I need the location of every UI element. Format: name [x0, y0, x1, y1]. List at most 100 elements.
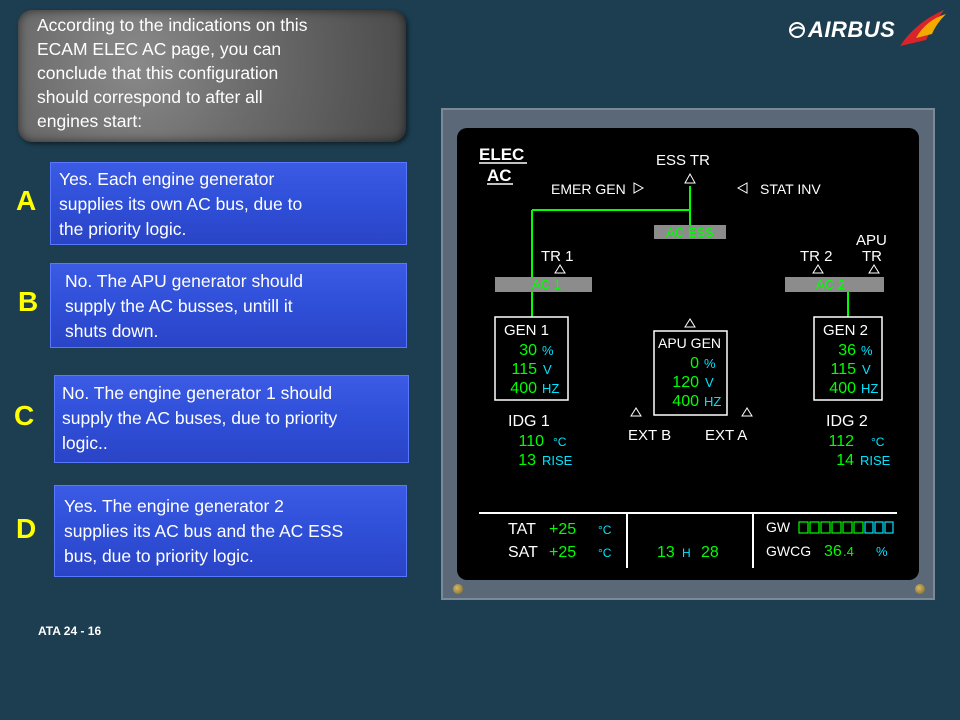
stat-inv-triangle-icon	[736, 182, 748, 194]
emer-gen-label: EMER GEN	[551, 181, 626, 197]
answer-text-line: the priority logic.	[59, 219, 187, 239]
answer-text-line: shuts down.	[65, 321, 159, 341]
answer-option-b[interactable]: No. The APU generator should supply the …	[50, 263, 407, 348]
ess-tr-triangle-icon	[684, 172, 696, 184]
screw-icon	[453, 584, 463, 594]
answer-option-c[interactable]: No. The engine generator 1 should supply…	[54, 375, 409, 463]
ess-tr-label: ESS TR	[656, 152, 710, 169]
sat-label: SAT	[508, 544, 538, 561]
ext-a-label: EXT A	[705, 427, 747, 444]
question-line: conclude that this configuration	[37, 63, 279, 83]
apu-gen-freq: 400	[672, 393, 699, 410]
unit-volt: V	[543, 362, 552, 377]
apu-gen-title: APU GEN	[658, 335, 721, 351]
ac-ess-bus	[654, 225, 726, 239]
gen1-freq: 400	[510, 380, 537, 397]
tat-value: +25	[549, 521, 576, 538]
footer-reference: ATA 24 - 16	[38, 624, 102, 638]
unit-degc: °C	[598, 546, 612, 560]
ext-a-triangle-icon	[741, 407, 753, 417]
answer-option-d[interactable]: Yes. The engine generator 2 supplies its…	[54, 485, 407, 577]
unit-volt: V	[862, 362, 871, 377]
apu-gen-box	[653, 330, 728, 416]
question-line: engines start:	[37, 111, 143, 131]
gen2-load: 36	[838, 342, 856, 359]
answer-text-line: Yes. Each engine generator	[59, 169, 275, 189]
question-line: According to the indications on this	[37, 15, 308, 35]
apu-gen-triangle-icon	[684, 318, 696, 328]
gen2-volt: 115	[830, 361, 856, 378]
answer-text-line: supply the AC busses, untill it	[65, 296, 293, 316]
gw-dashes	[798, 521, 894, 534]
answer-option-a[interactable]: Yes. Each engine generator supplies its …	[50, 162, 407, 245]
tr1-triangle-icon	[554, 264, 566, 274]
clock-hours: 13	[657, 544, 675, 561]
ac-ess-label: AC ESS	[666, 225, 714, 240]
gen1-volt: 115	[511, 361, 537, 378]
gen2-freq: 400	[829, 380, 856, 397]
page-title-elec: ELEC	[479, 145, 524, 164]
answer-text-line: supplies its AC bus and the AC ESS	[64, 521, 344, 541]
airbus-logo-text: AIRBUS	[808, 17, 896, 42]
brand-swoosh-icon	[900, 10, 946, 46]
gwcg-label: GWCG	[766, 543, 811, 559]
ac1-label: AC 1	[532, 277, 561, 292]
unit-degc: °C	[553, 435, 567, 449]
answer-text-line: supply the AC buses, due to priority	[62, 408, 338, 428]
unit-hz: HZ	[861, 381, 878, 396]
gen1-title: GEN 1	[504, 322, 549, 339]
tr1-label: TR 1	[541, 248, 574, 265]
airbus-logo: AIRBUS	[788, 10, 948, 52]
clock-minutes: 28	[701, 544, 719, 561]
apu-gen-volt: 120	[672, 374, 699, 391]
apu-tr-label-2: TR	[862, 248, 882, 265]
answer-letter-c: C	[14, 400, 35, 431]
idg2-title: IDG 2	[826, 413, 868, 430]
tr2-label: TR 2	[800, 248, 833, 265]
gen1-load: 30	[519, 342, 537, 359]
answer-text-line: bus, due to priority logic.	[64, 546, 254, 566]
answer-letter-b: B	[18, 286, 39, 317]
ecam-elec-ac-page: ELEC AC ESS TR EMER GEN STAT INV AC ESS …	[479, 145, 897, 568]
unit-percent: %	[704, 356, 716, 371]
answer-letter-d: D	[16, 513, 37, 544]
unit-volt: V	[705, 375, 714, 390]
gen2-box	[813, 316, 883, 401]
gwcg-decimal: .4	[843, 544, 854, 559]
answer-text-line: Yes. The engine generator 2	[64, 496, 284, 516]
answer-text-line: logic..	[62, 433, 108, 453]
apu-tr-triangle-icon	[868, 264, 880, 274]
airbus-logo-icon	[789, 22, 805, 38]
question-box: According to the indications on this ECA…	[18, 10, 406, 142]
ac1-bus	[495, 277, 592, 292]
answer-text-line: No. The APU generator should	[65, 271, 304, 291]
page-title-ac: AC	[487, 166, 512, 185]
gen1-box	[494, 316, 569, 401]
answer-text-line: supplies its own AC bus, due to	[59, 194, 303, 214]
question-line: should correspond to after all	[37, 87, 263, 107]
answer-text-line: No. The engine generator 1 should	[62, 383, 333, 403]
idg1-temp: 110	[518, 433, 544, 450]
idg2-temp: 112	[828, 433, 854, 450]
ac2-label: AC 2	[816, 277, 845, 292]
unit-hz: HZ	[704, 394, 721, 409]
sat-value: +25	[549, 544, 576, 561]
idg2-rise: 14	[836, 452, 854, 469]
apu-tr-label-1: APU	[856, 232, 887, 249]
tr2-triangle-icon	[812, 264, 824, 274]
answer-letter-a: A	[16, 185, 37, 216]
gw-label: GW	[766, 519, 791, 535]
unit-rise: RISE	[860, 453, 891, 468]
unit-degc: °C	[871, 435, 885, 449]
unit-degc: °C	[598, 523, 612, 537]
apu-gen-load: 0	[690, 355, 699, 372]
ecam-screen: ELEC AC ESS TR EMER GEN STAT INV AC ESS …	[457, 128, 919, 580]
ext-b-triangle-icon	[630, 407, 642, 417]
stat-inv-label: STAT INV	[760, 181, 821, 197]
idg1-title: IDG 1	[508, 413, 550, 430]
unit-hz: HZ	[542, 381, 559, 396]
ac2-bus	[785, 277, 884, 292]
screw-icon	[915, 584, 925, 594]
ext-b-label: EXT B	[628, 427, 671, 444]
gwcg-value: 36	[824, 543, 842, 560]
